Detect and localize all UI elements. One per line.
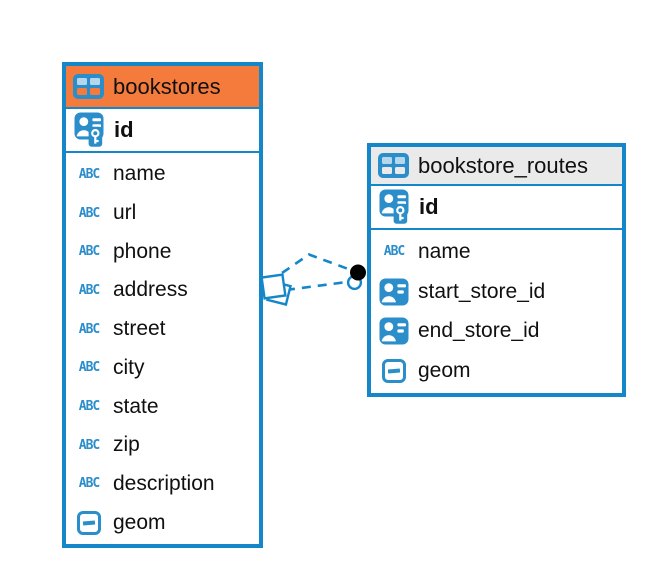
column-list: ABC name start_store_id [371,230,622,393]
text-type-icon: ABC [78,321,101,337]
primary-key-user-icon [378,189,410,225]
column-name: city [113,355,145,379]
column-name: name [418,239,471,263]
text-type-icon: ABC [78,282,101,298]
column-name: zip [113,433,140,457]
column-row: ABC city [66,349,259,388]
column-row: ABC name [371,232,622,272]
column-row: ABC name [66,155,259,194]
text-type-icon: ABC [383,244,406,260]
text-type-icon: ABC [78,437,101,453]
column-row: ABC street [66,310,259,349]
column-name: state [113,394,159,418]
text-type-icon: ABC [78,205,101,221]
column-name: geom [418,359,471,383]
column-name: geom [113,510,166,534]
relationship-start-marker-stacked-squares [260,273,292,306]
text-type-icon: ABC [78,166,101,182]
column-row: end_store_id [371,312,622,352]
column-name: address [113,278,188,302]
table-title: bookstore_routes [418,152,588,178]
text-type-icon: ABC [78,244,101,260]
text-type-icon: ABC [78,399,101,415]
column-name: url [113,201,137,225]
column-name: name [113,162,166,186]
column-row: ABC description [66,465,259,504]
column-row-pk: id [371,186,622,230]
relationship-line[interactable] [285,280,348,292]
column-row: ABC address [66,271,259,310]
table-header-bookstores[interactable]: bookstores [66,66,259,109]
entity-table-bookstore-routes[interactable]: bookstore_routes id ABC [367,143,626,397]
table-icon [378,153,409,178]
column-row: ABC state [66,387,259,426]
table-icon [73,74,104,99]
column-row: ABC phone [66,232,259,271]
column-name: id [114,117,134,142]
geometry-type-icon [73,510,105,535]
column-name: phone [113,239,172,263]
ref-user-icon [378,278,410,306]
text-type-icon: ABC [78,476,101,492]
column-row-pk: id [66,109,259,153]
column-name: street [113,317,166,341]
column-list: ABC name ABC url ABC phone ABC address A… [66,153,259,544]
column-row: ABC zip [66,426,259,465]
column-row: geom [371,351,622,391]
column-name: id [419,194,439,219]
text-type-icon: ABC [78,360,101,376]
column-name: end_store_id [418,319,540,343]
column-row: ABC url [66,194,259,233]
primary-key-user-icon [73,112,105,148]
relationship-line[interactable] [281,253,352,275]
relationship-end-marker-dot [346,264,366,291]
column-name: start_store_id [418,279,546,303]
column-row: geom [66,503,259,542]
column-row: start_store_id [371,272,622,312]
table-title: bookstores [113,73,221,99]
column-name: description [113,471,215,495]
entity-table-bookstores[interactable]: bookstores id ABC [62,62,263,548]
ref-user-icon [378,317,410,345]
geometry-type-icon [378,359,410,384]
table-header-bookstore-routes[interactable]: bookstore_routes [371,147,622,186]
